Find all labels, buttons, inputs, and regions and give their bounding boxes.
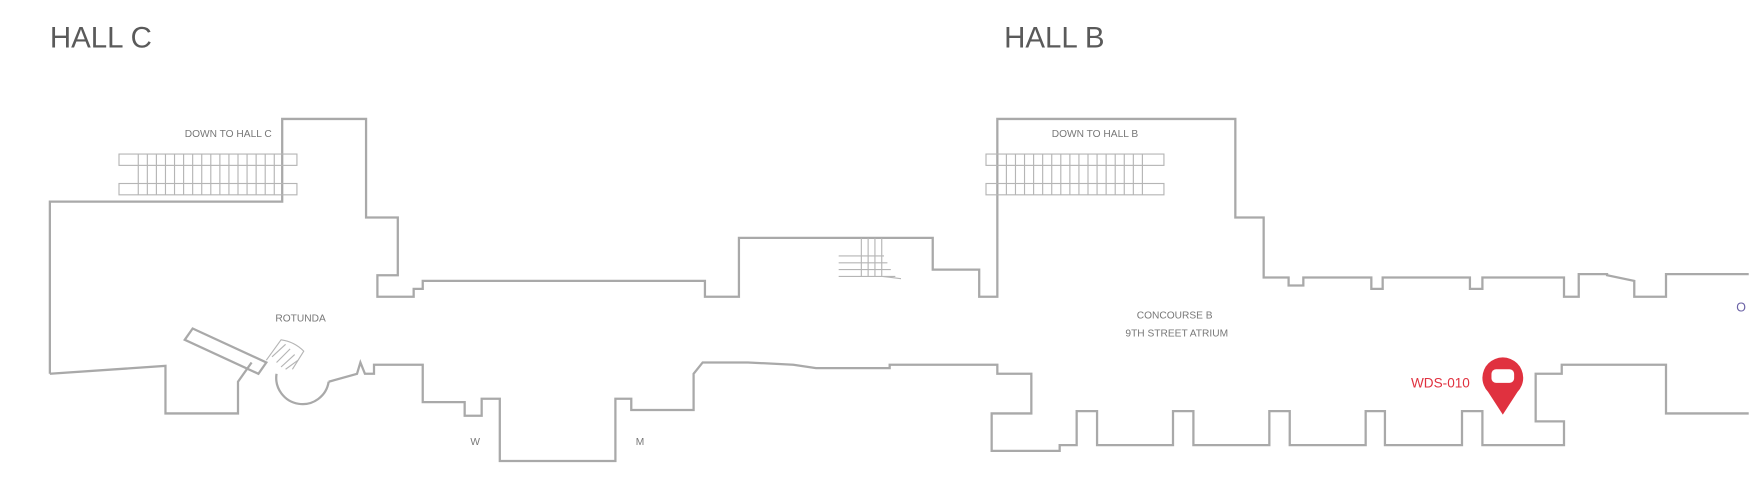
label-edge-truncated: O <box>1736 301 1746 315</box>
map-pin-icon[interactable] <box>1482 357 1524 415</box>
marker-wds-010[interactable]: WDS-010 <box>1411 357 1524 415</box>
pin-inner <box>1491 369 1515 383</box>
label-restroom-m: M <box>636 437 645 448</box>
label-rotunda: ROTUNDA <box>275 314 326 325</box>
label-9th-street-atrium: 9TH STREET ATRIUM <box>1125 328 1228 339</box>
lower-wall <box>49 361 253 415</box>
staircase <box>838 237 902 280</box>
rotunda-structure <box>183 327 330 406</box>
escalator-hall-c <box>118 153 298 196</box>
upper-wall <box>48 117 1749 374</box>
label-down-to-hall-c: DOWN TO HALL C <box>185 129 272 140</box>
lower-wall-mid <box>328 359 1749 463</box>
label-concourse-b: CONCOURSE B <box>1137 310 1213 321</box>
escalator-hall-b <box>985 153 1165 196</box>
label-restroom-w: W <box>470 437 480 448</box>
hall-c-title: HALL C <box>50 22 152 55</box>
label-down-to-hall-b: DOWN TO HALL B <box>1052 129 1139 140</box>
marker-label: WDS-010 <box>1411 375 1470 390</box>
hall-b-title: HALL B <box>1004 22 1104 55</box>
